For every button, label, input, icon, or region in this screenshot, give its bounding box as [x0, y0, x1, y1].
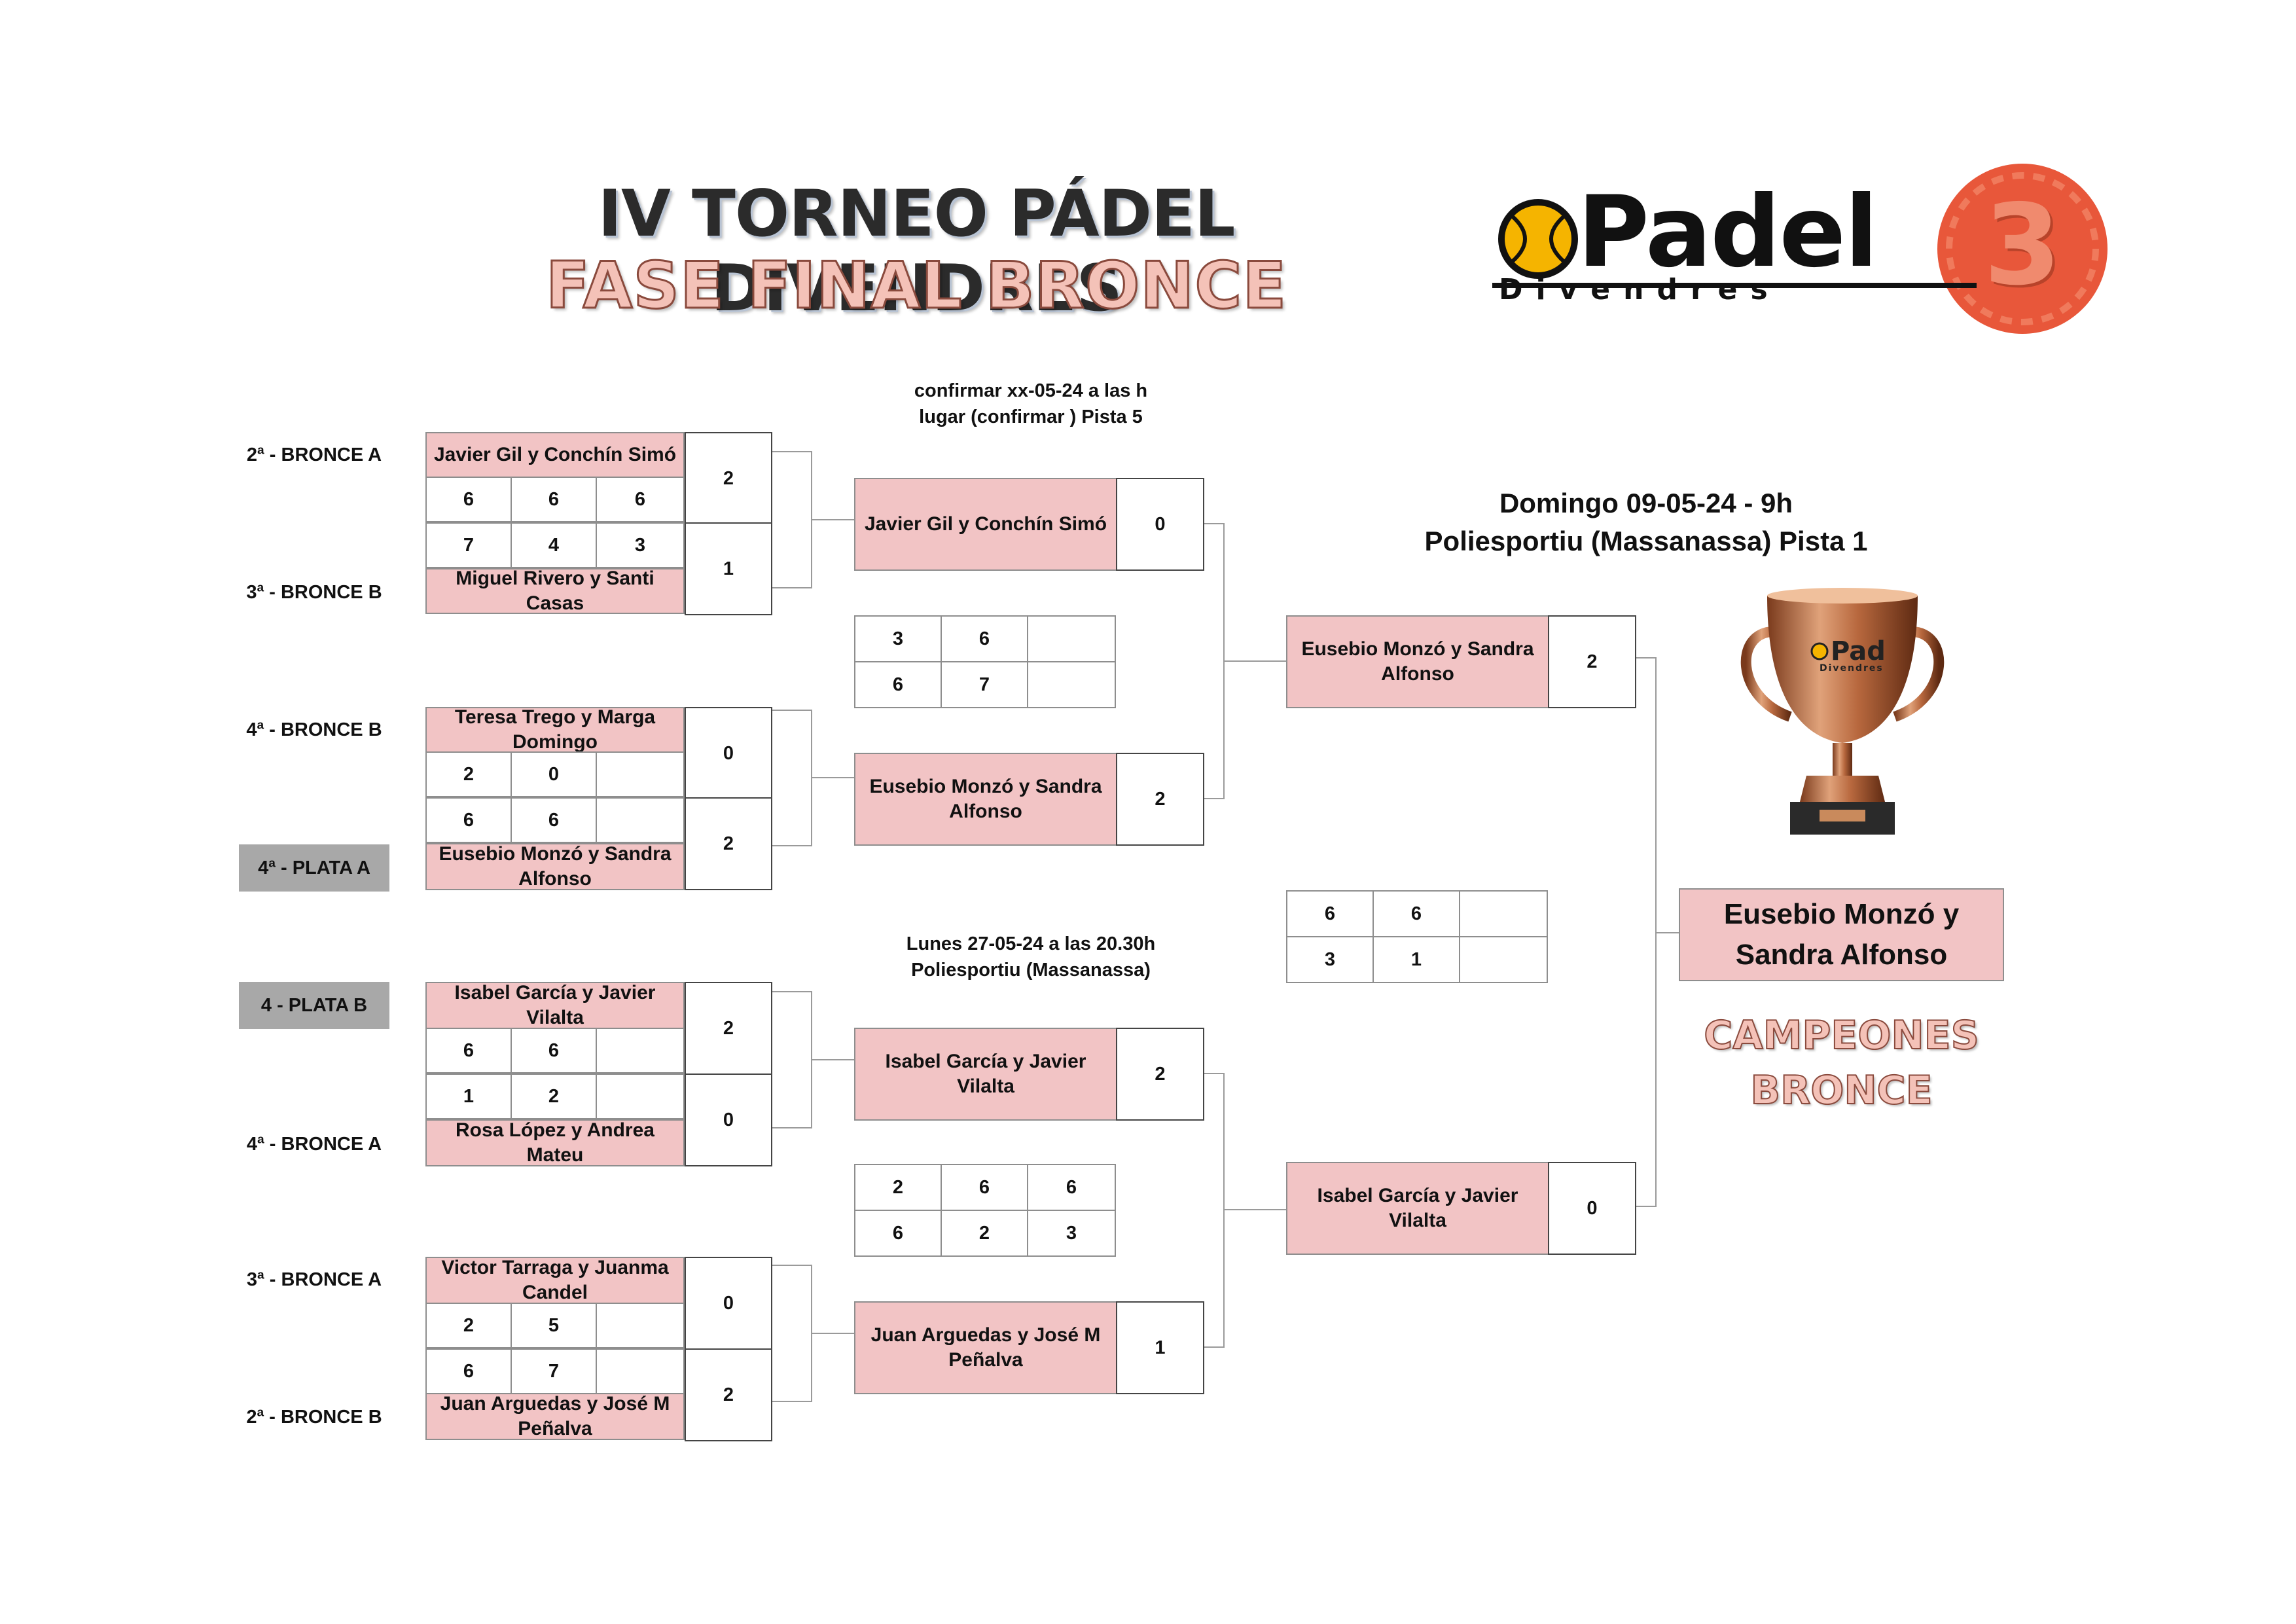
trophy-graphic [1740, 588, 1945, 835]
set-score [596, 797, 685, 843]
set-score: 6 [854, 1210, 942, 1257]
seed-label: 3ª - BRONCE B [246, 582, 382, 603]
set-score: 2 [425, 1303, 512, 1348]
set-score: 3 [1027, 1210, 1116, 1257]
final-info: Domingo 09-05-24 - 9h [1499, 488, 1793, 518]
match-score: 2 [685, 982, 772, 1075]
match-score: 0 [1116, 478, 1204, 571]
set-score: 7 [941, 661, 1028, 708]
match-score: 2 [685, 797, 772, 890]
set-score: 6 [854, 661, 942, 708]
team-name: Javier Gil y Conchín Simó [854, 478, 1117, 571]
match-score: 2 [1116, 1028, 1204, 1121]
match-score: 0 [685, 707, 772, 800]
set-score: 3 [596, 522, 685, 568]
champion-team: Eusebio Monzó y Sandra Alfonso [1679, 888, 2004, 981]
logo-word: Padel [1577, 175, 1878, 289]
trophy-icon: Pad Divendres [1728, 586, 1957, 841]
seed-label: 4ª - BRONCE B [246, 719, 382, 740]
team-name: Miguel Rivero y Santi Casas [425, 568, 685, 614]
seed-label: 4 - PLATA B [239, 982, 389, 1029]
set-score: 2 [854, 1164, 942, 1211]
match-score: 1 [685, 522, 772, 615]
team-name: Isabel García y Javier Vilalta [1286, 1162, 1549, 1255]
seed-label: 2ª - BRONCE B [246, 1407, 382, 1428]
team-name: Teresa Trego y Marga Domingo [425, 707, 685, 753]
set-score: 6 [425, 1028, 512, 1074]
set-score: 2 [425, 751, 512, 797]
set-score: 6 [511, 797, 597, 843]
set-score [1459, 936, 1548, 983]
page-title: IV TORNEO PÁDEL DIVENDRES [598, 177, 1236, 326]
set-score [596, 1303, 685, 1348]
seed-label: 2ª - BRONCE A [246, 444, 382, 465]
set-score: 3 [854, 615, 942, 662]
padel-logo-graphic [1492, 164, 2108, 334]
champions-label: BRONCE [1749, 1067, 1933, 1114]
match-info: confirmar xx-05-24 a las h [914, 380, 1148, 401]
trophy-logo-subtext: Divendres [1820, 663, 1884, 674]
match-score: 2 [1548, 615, 1636, 708]
trophy-logo-text: Pad [1831, 636, 1886, 666]
logo-subword: Divendres [1499, 273, 1781, 306]
set-score: 0 [511, 751, 597, 797]
seed-label: 3ª - BRONCE A [246, 1269, 382, 1290]
set-score: 6 [1027, 1164, 1116, 1211]
set-score: 2 [511, 1074, 597, 1119]
set-score: 1 [1372, 936, 1460, 983]
set-score: 5 [511, 1303, 597, 1348]
set-score: 6 [941, 1164, 1028, 1211]
set-score [596, 1348, 685, 1394]
team-name: Rosa López y Andrea Mateu [425, 1119, 685, 1166]
champions-label: CAMPEONES [1703, 1012, 1980, 1059]
set-score: 2 [941, 1210, 1028, 1257]
team-name: Isabel García y Javier Vilalta [854, 1028, 1117, 1121]
match-score: 0 [685, 1257, 772, 1350]
padel-logo: Padel Divendres 3 [1486, 157, 2108, 340]
final-info: Poliesportiu (Massanassa) Pista 1 [1424, 526, 1868, 556]
team-name: Isabel García y Javier Vilalta [425, 982, 685, 1029]
set-score [596, 1074, 685, 1119]
team-name: Eusebio Monzó y Sandra Alfonso [854, 753, 1117, 846]
set-score: 6 [511, 1028, 597, 1074]
set-score [596, 1028, 685, 1074]
match-info: Lunes 27-05-24 a las 20.30h [906, 933, 1156, 954]
set-score [1027, 661, 1116, 708]
set-score [1459, 890, 1548, 937]
match-score: 0 [1548, 1162, 1636, 1255]
seed-label: 4ª - BRONCE A [246, 1134, 382, 1155]
team-name: Eusebio Monzó y Sandra Alfonso [1286, 615, 1549, 708]
set-score [596, 751, 685, 797]
set-score: 4 [511, 522, 597, 568]
set-score: 6 [1286, 890, 1374, 937]
set-score: 6 [941, 615, 1028, 662]
set-score: 3 [1286, 936, 1374, 983]
team-name: Juan Arguedas y José M Peñalva [854, 1301, 1117, 1394]
match-score: 1 [1116, 1301, 1204, 1394]
set-score: 6 [425, 797, 512, 843]
set-score: 7 [425, 522, 512, 568]
team-name: Victor Tarraga y Juanma Candel [425, 1257, 685, 1304]
match-score: 2 [1116, 753, 1204, 846]
set-score: 6 [511, 477, 597, 522]
team-name: Juan Arguedas y José M Peñalva [425, 1393, 685, 1440]
match-score: 2 [685, 1348, 772, 1441]
match-info: lugar (confirmar ) Pista 5 [919, 406, 1143, 427]
set-score [1027, 615, 1116, 662]
page-subtitle: FASE FINAL BRONCE [545, 248, 1287, 325]
set-score: 7 [511, 1348, 597, 1394]
team-name: Eusebio Monzó y Sandra Alfonso [425, 843, 685, 890]
match-info: Poliesportiu (Massanassa) [911, 960, 1151, 981]
set-score: 6 [1372, 890, 1460, 937]
match-score: 0 [685, 1074, 772, 1166]
set-score: 6 [596, 477, 685, 522]
team-name: Javier Gil y Conchín Simó [425, 432, 685, 478]
set-score: 6 [425, 477, 512, 522]
set-score: 1 [425, 1074, 512, 1119]
logo-number: 3 [1983, 181, 2062, 310]
seed-label: 4ª - PLATA A [239, 844, 389, 892]
match-score: 2 [685, 432, 772, 525]
set-score: 6 [425, 1348, 512, 1394]
